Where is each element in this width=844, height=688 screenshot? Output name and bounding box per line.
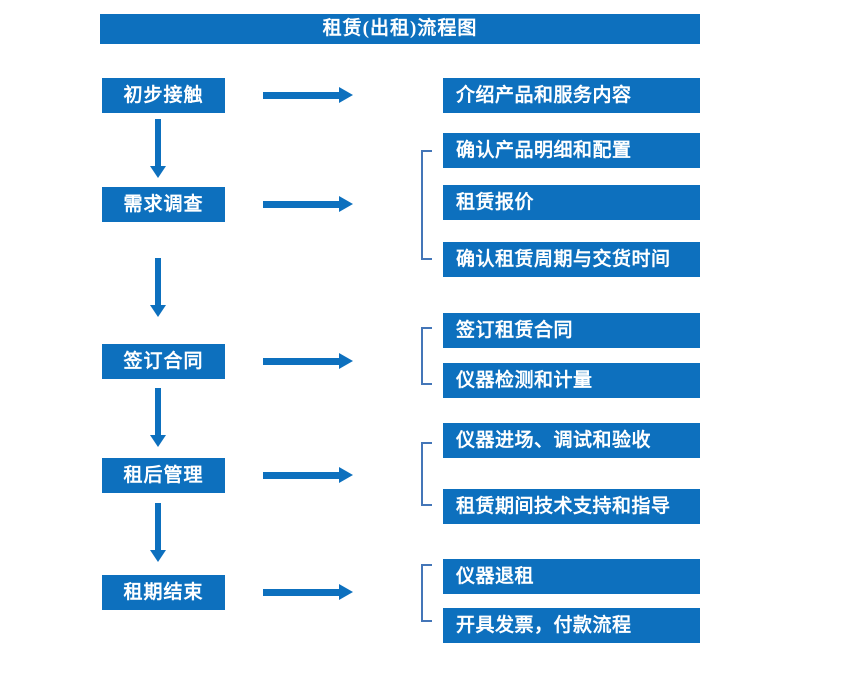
arrow-head bbox=[150, 305, 166, 317]
arrow-head bbox=[339, 87, 353, 103]
detail-box-instrument-return: 仪器退租 bbox=[443, 559, 700, 594]
detail-box-instrument-setup: 仪器进场、调试和验收 bbox=[443, 423, 700, 458]
arrow-shaft bbox=[155, 119, 161, 166]
right-arrow-row4-icon bbox=[263, 467, 353, 483]
arrow-head bbox=[339, 467, 353, 483]
down-arrow-1-icon bbox=[150, 119, 166, 178]
bracket-group-needs-survey bbox=[421, 150, 432, 260]
arrow-head bbox=[150, 550, 166, 562]
arrow-shaft bbox=[155, 503, 161, 550]
down-arrow-3-icon bbox=[150, 388, 166, 447]
arrow-shaft bbox=[263, 200, 339, 208]
detail-box-tech-support: 租赁期间技术支持和指导 bbox=[443, 489, 700, 524]
detail-box-instrument-testing: 仪器检测和计量 bbox=[443, 363, 700, 398]
bracket-group-rental-end bbox=[421, 564, 432, 622]
step-box-rental-end: 租期结束 bbox=[102, 575, 225, 610]
arrow-head bbox=[150, 435, 166, 447]
right-arrow-row3-icon bbox=[263, 353, 353, 369]
arrow-head bbox=[339, 353, 353, 369]
step-box-post-rental-mgmt: 租后管理 bbox=[102, 458, 225, 493]
right-arrow-row5-icon bbox=[263, 584, 353, 600]
step-box-needs-survey: 需求调查 bbox=[102, 187, 225, 222]
down-arrow-4-icon bbox=[150, 503, 166, 562]
arrow-shaft bbox=[263, 357, 339, 365]
arrow-head bbox=[339, 584, 353, 600]
detail-box-confirm-product-config: 确认产品明细和配置 bbox=[443, 133, 700, 168]
detail-box-rental-quote: 租赁报价 bbox=[443, 185, 700, 220]
arrow-head bbox=[150, 166, 166, 178]
detail-box-introduce-products: 介绍产品和服务内容 bbox=[443, 78, 700, 113]
arrow-shaft bbox=[263, 91, 339, 99]
arrow-head bbox=[339, 196, 353, 212]
right-arrow-row1-icon bbox=[263, 87, 353, 103]
step-box-sign-contract: 签订合同 bbox=[102, 344, 225, 379]
bracket-group-post-rental-mgmt bbox=[421, 442, 432, 506]
arrow-shaft bbox=[155, 258, 161, 305]
detail-box-sign-rental-contract: 签订租赁合同 bbox=[443, 313, 700, 348]
detail-box-invoice-payment: 开具发票，付款流程 bbox=[443, 608, 700, 643]
arrow-shaft bbox=[263, 471, 339, 479]
step-box-initial-contact: 初步接触 bbox=[102, 78, 225, 113]
arrow-shaft bbox=[263, 588, 339, 596]
arrow-shaft bbox=[155, 388, 161, 435]
right-arrow-row2-icon bbox=[263, 196, 353, 212]
detail-box-confirm-period-delivery: 确认租赁周期与交货时间 bbox=[443, 242, 700, 277]
bracket-group-sign-contract bbox=[421, 327, 432, 385]
down-arrow-2-icon bbox=[150, 258, 166, 317]
flowchart-title: 租赁(出租)流程图 bbox=[100, 14, 700, 44]
